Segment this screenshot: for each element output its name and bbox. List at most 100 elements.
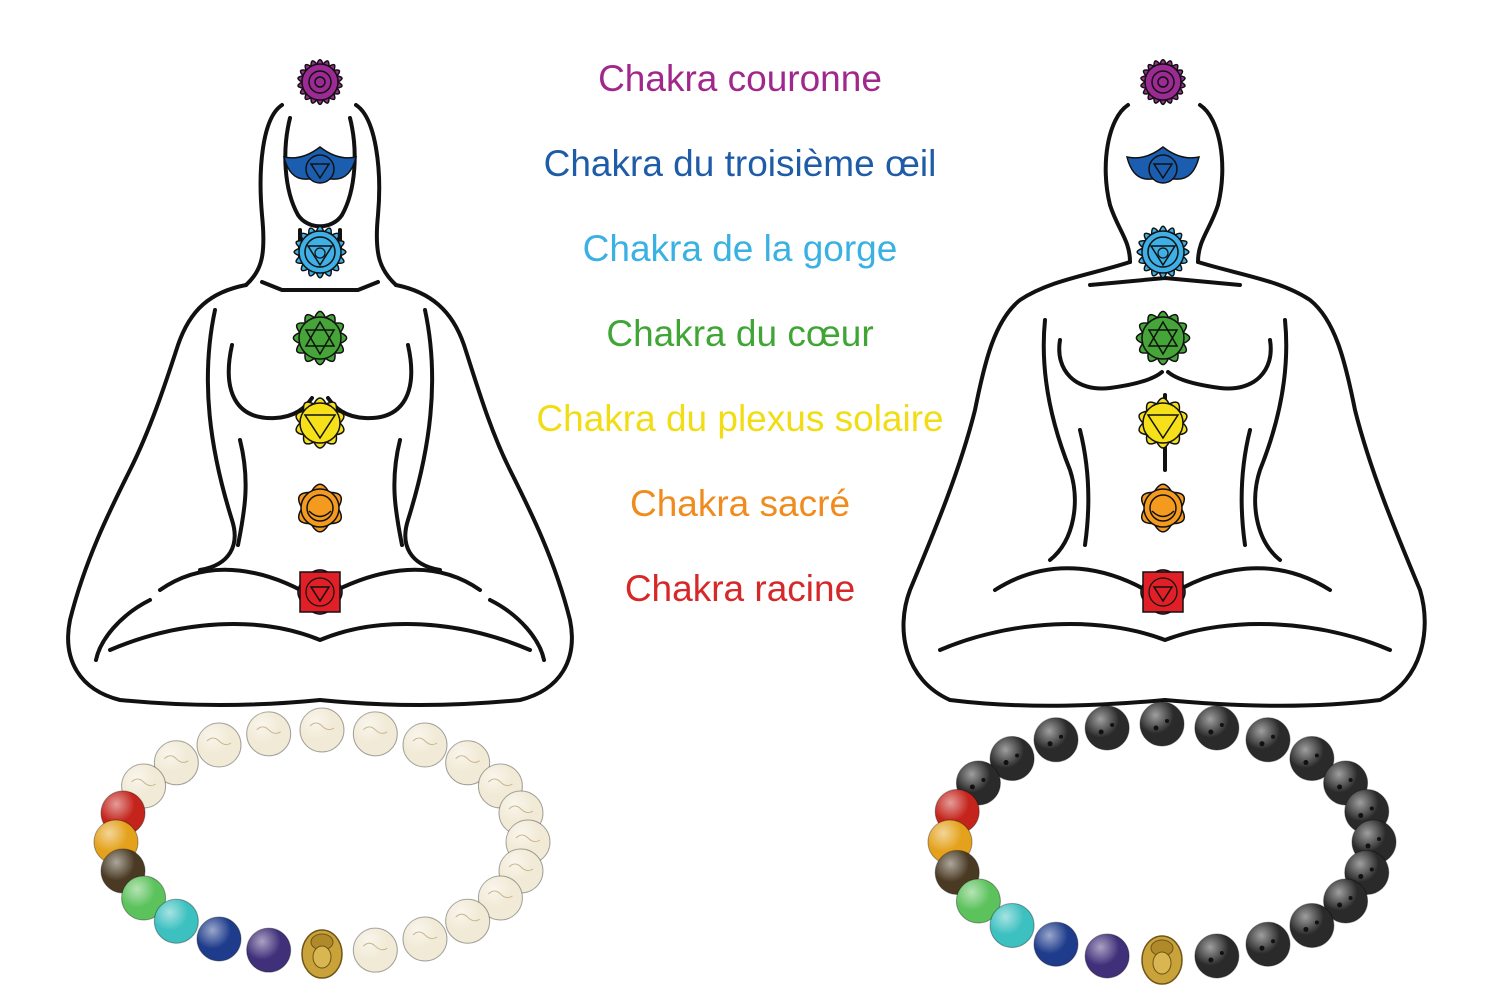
howlite-vein [412,737,438,746]
lava-pore [1059,734,1063,739]
lava-pore [1365,843,1371,849]
bead-shine [154,740,199,785]
bead-shine [990,903,1035,948]
lava-pore [1271,939,1275,944]
bead-shine [1323,879,1368,923]
buddha-charm-icon [301,929,343,979]
bead-shine [353,711,398,756]
label-chakra-coeur: Chakra du cœur [606,313,874,354]
howlite-vein [362,726,388,734]
lava-pore [1348,896,1353,900]
bead-shine [246,928,291,973]
bracelets [93,701,1397,985]
female-chakra-1-icon [282,146,358,184]
bead-shine [445,740,490,785]
howlite-vein [256,726,281,734]
label-chakra-troisieme-oeil: Chakra du troisième œil [543,143,937,184]
male-chakra-5-icon [1140,483,1186,533]
lava-pore [1303,926,1309,932]
bead-shine [403,723,447,768]
bead-shine [1140,702,1184,746]
female-chakra-0-icon [297,58,343,106]
female-chakra-4-icon [295,397,345,449]
male-chakra-3-icon [1135,310,1191,366]
bead-shine [121,876,166,920]
howlite-vein [455,913,480,922]
bead-shine [1289,903,1334,948]
female-chakra-5-icon [297,483,343,533]
female-chakra-2-icon [293,225,347,279]
lava-pore [1259,945,1265,951]
lava-pore [1348,778,1353,782]
male-chakra-1-icon [1125,146,1201,184]
bead-shine [1085,933,1130,978]
bead-shine [1194,706,1239,751]
lava-pore [1303,760,1309,766]
white-howlite-bracelet [93,707,551,979]
lava-pore [1098,729,1104,735]
bead-shine [1246,922,1290,967]
lava-pore [1208,957,1214,963]
male-chakra-2-icon [1136,225,1190,279]
howlite-vein [488,890,513,899]
howlite-vein [163,755,189,763]
lava-pore [1271,734,1275,739]
howlite-vein [515,834,541,843]
howlite-vein [206,737,232,746]
male-chakra-6-icon [1140,569,1186,615]
howlite-vein [412,931,438,940]
bead-shine [246,711,291,756]
lava-pore [969,784,975,790]
howlite-vein [455,755,480,763]
lava-pore [1314,920,1319,925]
lava-pore [1153,725,1159,731]
howlite-vein [131,778,156,787]
bead-shine [478,876,523,920]
label-chakra-gorge: Chakra de la gorge [582,228,898,269]
bead-shine [154,899,199,944]
lava-pore [981,778,986,782]
lava-pore [1259,741,1265,747]
label-chakra-sacre: Chakra sacré [629,483,851,524]
lava-pore [1358,812,1364,818]
bead-shine [1194,933,1239,978]
label-chakra-plexus-solaire: Chakra du plexus solaire [536,398,944,439]
lava-pore [1219,723,1224,728]
lava-pore [1003,760,1009,766]
male-chakra-0-icon [1140,58,1186,106]
female-chakra-6-icon [297,569,343,615]
bead-shine [403,916,447,961]
chakra-labels: Chakra couronne Chakra du troisième œil … [480,0,1000,640]
lava-pore [1208,729,1214,735]
bead-shine [1085,706,1130,751]
chakra-symbols [282,58,1201,615]
lava-pore [1358,874,1364,880]
bead-shine [990,736,1035,781]
bead-shine [1289,736,1334,781]
bead-shine [445,899,490,944]
bead-shine [1246,717,1290,762]
lava-pore [1015,753,1020,758]
bead-shine [197,916,241,961]
lava-pore [1110,723,1115,728]
lava-pore [1219,950,1224,955]
lava-pore [1369,806,1374,811]
bead-shine [300,708,344,752]
buddha-charm-icon [1141,935,1183,985]
howlite-vein [362,942,388,951]
howlite-vein [508,863,534,872]
howlite-vein [508,805,534,814]
bead-shine [1034,922,1078,967]
howlite-vein [488,778,513,787]
male-chakra-4-icon [1138,397,1188,449]
black-lava-bracelet [927,701,1397,985]
lava-pore [1314,753,1319,758]
lava-pore [1047,741,1053,747]
bead-shine [1034,717,1078,762]
lava-pore [1337,902,1343,908]
lava-pore [1165,719,1169,723]
lava-pore [1337,784,1343,790]
female-chakra-3-icon [292,310,348,366]
bead-shine [956,879,1001,923]
